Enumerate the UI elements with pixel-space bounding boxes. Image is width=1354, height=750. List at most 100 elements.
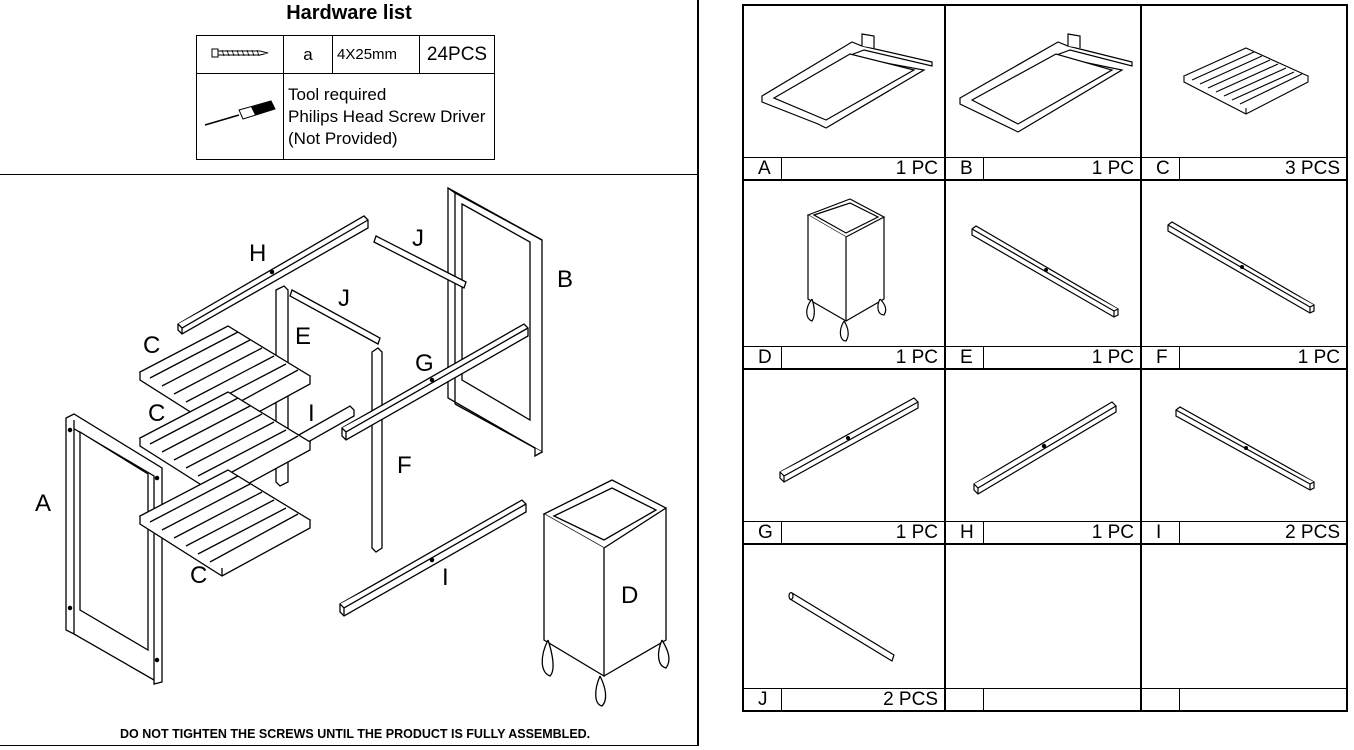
slat-shelf-drawing xyxy=(138,391,312,499)
part-qty: 1 PC xyxy=(1091,522,1134,543)
tool-line: Tool required xyxy=(288,84,387,104)
part-letter: B xyxy=(946,158,984,179)
part-label: I 2 PCS xyxy=(1142,521,1346,543)
part-label: F 1 PC xyxy=(1142,346,1346,368)
slat-shelf-drawing xyxy=(138,469,312,577)
post-f-icon xyxy=(1167,221,1315,314)
label-c: C xyxy=(190,562,208,589)
label-g: G xyxy=(415,350,434,377)
part-label: E 1 PC xyxy=(946,346,1140,368)
hardware-qty: 24PCS xyxy=(419,35,495,74)
part-letter xyxy=(946,689,984,710)
part-label: C 3 PCS xyxy=(1142,157,1346,179)
screwdriver-icon xyxy=(196,73,284,160)
part-cell-h: H 1 PC xyxy=(946,370,1142,545)
part-cell-d: D 1 PC xyxy=(744,181,946,370)
part-cell-j: J 2 PCS xyxy=(744,545,946,710)
label-c: C xyxy=(148,400,166,427)
rail-g-icon xyxy=(779,397,919,483)
part-label: G 1 PC xyxy=(744,521,944,543)
rail-h-drawing xyxy=(177,215,369,335)
rail-i-icon xyxy=(1175,406,1315,491)
part-label: A 1 PC xyxy=(744,157,944,179)
panel-divider xyxy=(697,0,699,746)
part-label: J 2 PCS xyxy=(744,688,944,710)
slat-shelf-icon xyxy=(1182,47,1310,115)
part-cell-i: I 2 PCS xyxy=(1142,370,1346,545)
label-f: F xyxy=(397,452,412,479)
hardware-divider xyxy=(0,174,698,175)
frame-b-icon xyxy=(959,33,1133,133)
part-letter: F xyxy=(1142,347,1180,368)
tool-line: (Not Provided) xyxy=(288,128,398,148)
post-e-icon xyxy=(971,225,1119,318)
part-letter: J xyxy=(744,689,782,710)
part-cell-e: E 1 PC xyxy=(946,181,1142,370)
part-qty: 1 PC xyxy=(895,347,938,368)
label-c: C xyxy=(143,332,161,359)
tool-line: Philips Head Screw Driver xyxy=(288,106,486,126)
label-b: B xyxy=(557,266,574,293)
part-letter: C xyxy=(1142,158,1180,179)
hardware-spec: 4X25mm xyxy=(332,35,420,74)
hamper-bag-icon xyxy=(806,198,887,342)
part-label xyxy=(1142,688,1346,710)
part-qty: 3 PCS xyxy=(1285,158,1340,179)
rod-j-drawing xyxy=(289,289,381,345)
table-row: a 4X25mm 24PCS xyxy=(196,35,495,74)
label-h: H xyxy=(249,240,267,267)
label-j: J xyxy=(412,225,424,252)
rod-j-icon xyxy=(788,591,895,662)
part-letter: A xyxy=(744,158,782,179)
part-label: D 1 PC xyxy=(744,346,944,368)
part-letter: D xyxy=(744,347,782,368)
part-cell-c: C 3 PCS xyxy=(1142,6,1346,181)
label-j: J xyxy=(338,285,350,312)
rail-g-drawing xyxy=(341,323,529,441)
hardware-list-title: Hardware list xyxy=(286,2,412,24)
part-cell-g: G 1 PC xyxy=(744,370,946,545)
frame-a-icon xyxy=(761,33,933,129)
frame-b-drawing xyxy=(447,186,543,458)
assembly-warning: DO NOT TIGHTEN THE SCREWS UNTIL THE PROD… xyxy=(120,727,591,741)
part-qty: 2 PCS xyxy=(1285,522,1340,543)
part-qty: 1 PC xyxy=(1091,158,1134,179)
hardware-table: a 4X25mm 24PCS Tool required Philips Hea… xyxy=(196,35,495,160)
part-qty: 1 PC xyxy=(1091,347,1134,368)
label-d: D xyxy=(621,582,639,609)
label-e: E xyxy=(295,323,312,350)
tool-required-text: Tool required Philips Head Screw Driver … xyxy=(283,73,495,160)
part-cell-f: F 1 PC xyxy=(1142,181,1346,370)
part-cell-empty xyxy=(1142,545,1346,710)
assembly-diagram xyxy=(65,186,670,707)
post-f-drawing xyxy=(371,347,383,553)
part-letter: I xyxy=(1142,522,1180,543)
part-qty: 1 PC xyxy=(895,522,938,543)
part-cell-empty xyxy=(946,545,1142,710)
rail-h-icon xyxy=(973,401,1117,495)
part-label xyxy=(946,688,1140,710)
part-cell-b: B 1 PC xyxy=(946,6,1142,181)
label-i: I xyxy=(442,564,449,591)
rod-j-drawing xyxy=(373,235,467,289)
part-qty: 2 PCS xyxy=(883,689,938,710)
part-letter xyxy=(1142,689,1180,710)
hardware-code: a xyxy=(283,35,333,74)
hamper-drawing xyxy=(541,479,670,707)
part-letter: H xyxy=(946,522,984,543)
bottom-border xyxy=(0,745,698,746)
part-label: B 1 PC xyxy=(946,157,1140,179)
label-i: I xyxy=(308,400,315,427)
frame-a-drawing xyxy=(65,413,163,685)
part-cell-a: A 1 PC xyxy=(744,6,946,181)
part-letter: G xyxy=(744,522,782,543)
rail-i-drawing xyxy=(339,499,527,617)
table-row: Tool required Philips Head Screw Driver … xyxy=(196,73,495,160)
part-letter: E xyxy=(946,347,984,368)
screw-icon xyxy=(196,35,284,74)
part-label: H 1 PC xyxy=(946,521,1140,543)
part-qty: 1 PC xyxy=(1297,347,1340,368)
label-a: A xyxy=(35,490,52,517)
parts-grid: A 1 PC B 1 PC C 3 PCS xyxy=(742,4,1348,712)
part-qty: 1 PC xyxy=(895,158,938,179)
